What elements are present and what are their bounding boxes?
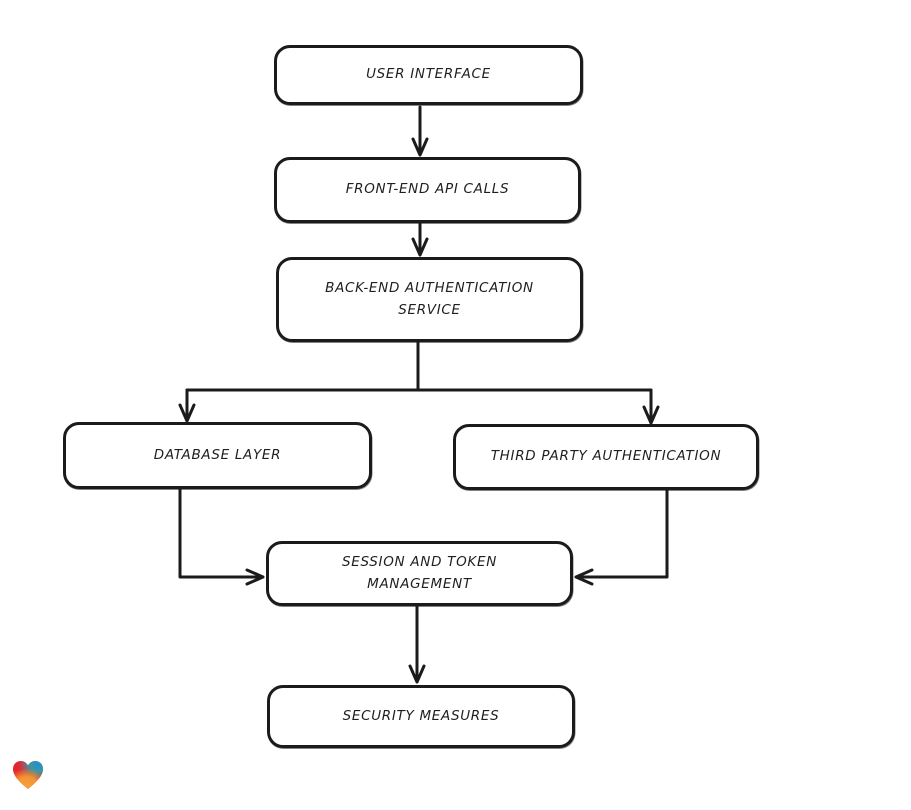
edge-third-party-to-session-token	[574, 488, 669, 586]
node-third-party-authentication[interactable]: THIRD PARTY AUTHENTICATION	[453, 424, 759, 490]
node-label: THIRD PARTY AUTHENTICATION	[490, 448, 722, 465]
node-session-and-token-management[interactable]: SESSION AND TOKEN MANAGEMENT	[266, 541, 573, 606]
edge-user-interface-to-front-end-api-calls	[411, 105, 429, 157]
node-label: USER INTERFACE	[366, 66, 491, 83]
node-label: SECURITY MEASURES	[342, 707, 500, 724]
node-label: SESSION AND TOKEN MANAGEMENT	[341, 553, 498, 592]
node-database-layer[interactable]: DATABASE LAYER	[63, 422, 372, 489]
edge-database-layer-to-session-token	[178, 487, 265, 586]
node-user-interface[interactable]: USER INTERFACE	[274, 45, 583, 105]
edge-session-token-to-security-measures	[408, 604, 426, 684]
edge-front-end-api-calls-to-back-end-authentication-service	[411, 221, 429, 257]
edge-back-end-branch	[178, 340, 660, 425]
node-label: DATABASE LAYER	[153, 446, 282, 463]
node-security-measures[interactable]: SECURITY MEASURES	[267, 685, 575, 748]
node-label: FRONT-END API CALLS	[345, 181, 510, 198]
node-front-end-api-calls[interactable]: FRONT-END API CALLS	[274, 157, 581, 223]
node-label: BACK-END AUTHENTICATION SERVICE	[325, 279, 534, 318]
gradient-heart-logo-icon	[13, 761, 43, 789]
node-back-end-authentication-service[interactable]: BACK-END AUTHENTICATION SERVICE	[276, 257, 583, 342]
